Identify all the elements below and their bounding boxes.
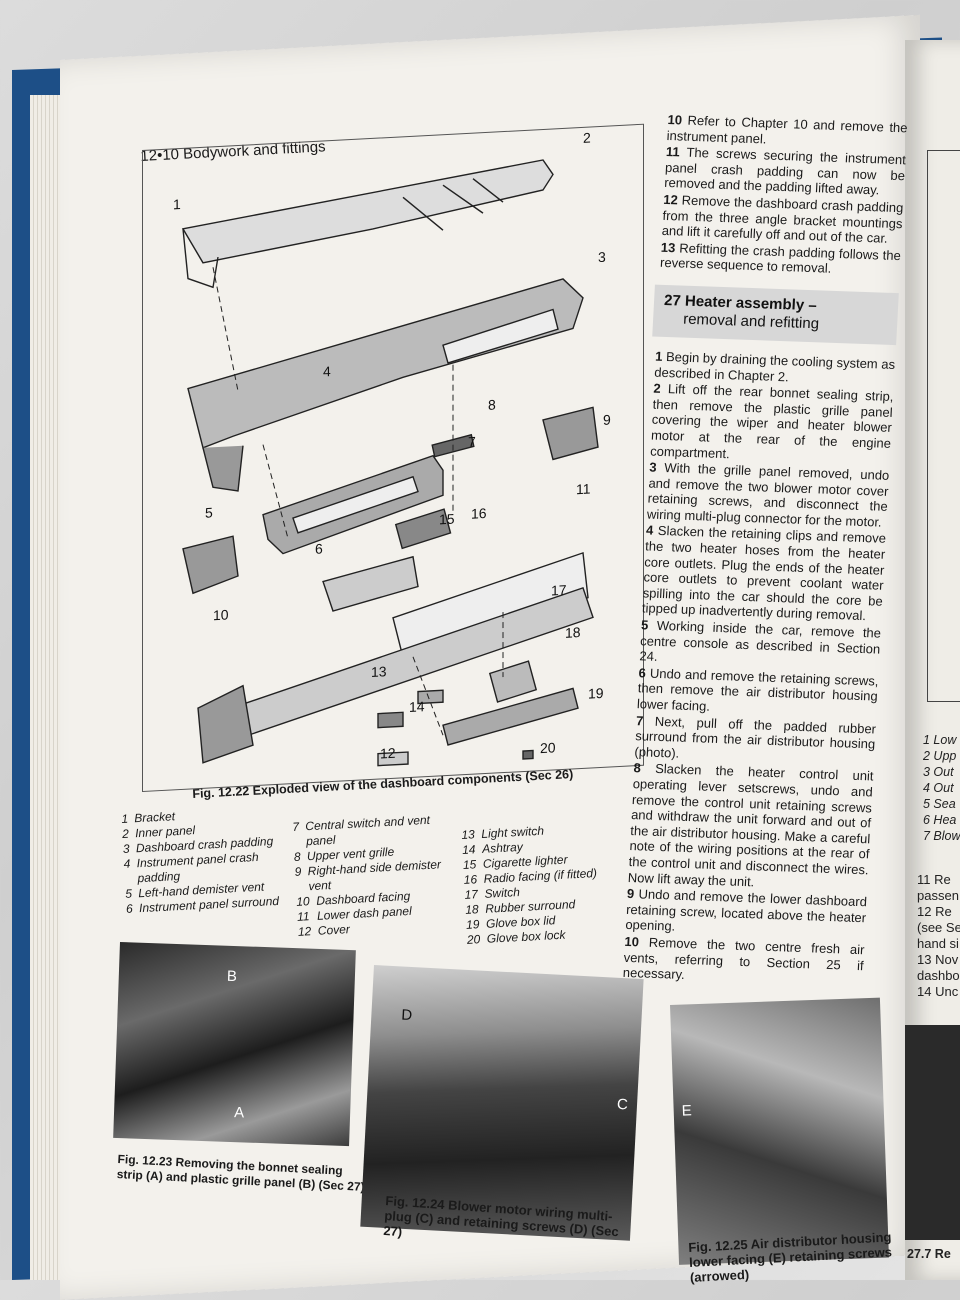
paragraph: 9 Undo and remove the lower dashboard re… — [625, 886, 868, 934]
dashboard-diagram: 1 2 3 4 5 6 7 8 9 10 11 12 13 14 15 16 1… — [173, 129, 611, 767]
facing-text-line: 13 Nov — [917, 952, 959, 967]
facing-legend-item: 6 Hea — [923, 813, 957, 827]
callout-10: 10 — [213, 606, 229, 623]
section-heading: 27 Heater assembly – removal and refitti… — [652, 284, 899, 346]
callout-11: 11 — [576, 480, 591, 497]
facing-figure-frame — [927, 150, 960, 702]
paragraph: 12 Remove the dashboard crash padding fr… — [661, 191, 904, 246]
paragraph: 2 Lift off the rear bonnet sealing strip… — [649, 380, 894, 461]
facing-page: 1 Low 2 Upp 3 Out 4 Out 5 Sea 6 Hea 7 Bl… — [905, 40, 960, 1280]
facing-text-line: 14 Unc — [917, 984, 959, 999]
callout-8: 8 — [488, 396, 496, 412]
photo-label: D — [400, 1006, 413, 1025]
callout-18: 18 — [565, 624, 581, 641]
paragraph: 11 The screws securing the instrument pa… — [663, 144, 907, 198]
callout-17: 17 — [551, 582, 567, 599]
text-column: 10 Refer to Chapter 10 and remove the in… — [622, 112, 908, 990]
callout-20: 20 — [540, 739, 556, 756]
photo-bonnet-seal: B A — [113, 942, 356, 1147]
callout-2: 2 — [583, 129, 591, 145]
callout-3: 3 — [598, 249, 606, 265]
facing-text: 11 Re passen 12 Re (see Se hand si 13 No… — [917, 872, 960, 1000]
paragraph: 5 Working inside the car, remove the cen… — [639, 617, 882, 665]
section-heading-line2: removal and refitting — [682, 310, 820, 333]
photo-caption: Fig. 12.25 Air distributor housing lower… — [688, 1229, 893, 1285]
facing-legend-item: 1 Low — [923, 733, 957, 747]
exploded-view-figure: 1 2 3 4 5 6 7 8 9 10 11 12 13 14 15 16 1… — [142, 123, 644, 793]
facing-legend-item: 5 Sea — [923, 797, 956, 811]
callout-12: 12 — [380, 745, 396, 762]
photo-air-distributor: E — [670, 997, 889, 1265]
paragraph: 6 Undo and remove the retaining screws, … — [636, 665, 879, 714]
callout-16: 16 — [471, 505, 487, 522]
callout-1: 1 — [173, 196, 181, 212]
facing-legend: 1 Low 2 Upp 3 Out 4 Out 5 Sea 6 Hea 7 Bl… — [923, 732, 960, 844]
paragraph: 3 With the grille panel removed, undo an… — [646, 459, 890, 530]
facing-text-line: (see Se — [917, 920, 960, 935]
facing-legend-item: 3 Out — [923, 765, 954, 779]
paragraph: 7 Next, pull off the padded rubber surro… — [634, 712, 877, 761]
callout-13: 13 — [371, 663, 387, 680]
facing-text-line: dashbo — [917, 968, 960, 983]
facing-text-line: passen — [917, 888, 959, 903]
photo-label: C — [616, 1095, 629, 1114]
facing-text-line: hand si — [917, 936, 959, 951]
paragraph: 10 Remove the two centre fresh air vents… — [622, 933, 865, 983]
facing-legend-item: 7 Blow — [923, 829, 960, 843]
facing-text-line: 12 Re — [917, 904, 952, 919]
callout-6: 6 — [315, 541, 323, 557]
callout-19: 19 — [588, 685, 604, 702]
callout-14: 14 — [409, 698, 425, 715]
callout-9: 9 — [603, 411, 611, 427]
callout-7: 7 — [468, 434, 476, 450]
callout-15: 15 — [439, 511, 455, 528]
callout-4: 4 — [323, 363, 331, 379]
facing-legend-item: 4 Out — [923, 781, 954, 795]
photo-label: A — [233, 1104, 245, 1122]
paragraph: 8 Slacken the heater control unit operat… — [627, 760, 874, 889]
facing-legend-item: 2 Upp — [923, 749, 957, 763]
paragraph: 4 Slacken the retaining clips and remove… — [641, 522, 887, 624]
photo-label: B — [226, 967, 238, 986]
photo-label: E — [681, 1102, 693, 1120]
callout-5: 5 — [205, 504, 213, 520]
facing-photo-caption: 27.7 Re — [907, 1247, 951, 1261]
facing-text-line: 11 Re — [917, 872, 951, 887]
facing-photo — [905, 1025, 960, 1240]
